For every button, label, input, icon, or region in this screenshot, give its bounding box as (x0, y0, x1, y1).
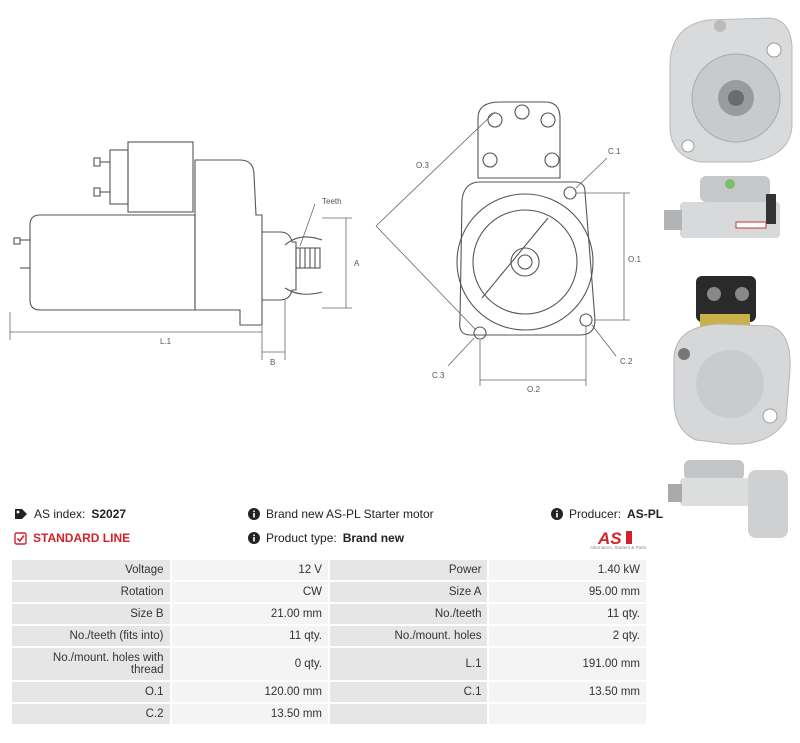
dimension-o1-label: O.1 (628, 255, 641, 264)
standard-line: STANDARD LINE (14, 531, 130, 545)
product-photo-angle[interactable] (660, 456, 800, 556)
spec-label (329, 704, 488, 724)
product-photo-front[interactable] (660, 6, 800, 166)
spec-label: Size B (12, 604, 170, 624)
producer: Producer: AS-PL (551, 507, 663, 521)
as-index: AS index: S2027 (14, 507, 126, 521)
spec-value: 21.00 mm (171, 604, 328, 624)
spec-value: 191.00 mm (489, 648, 646, 680)
spec-value: 95.00 mm (489, 582, 646, 602)
product-info: AS index: S2027 STANDARD LINE Brand new … (0, 500, 800, 558)
description-text: Brand new AS-PL Starter motor (266, 507, 434, 521)
spec-value: 2 qty. (489, 626, 646, 646)
spec-label: No./teeth (329, 604, 488, 624)
spec-value (489, 704, 646, 724)
product-photo-gallery (660, 0, 800, 538)
product-type: Product type: Brand new (248, 531, 404, 545)
spec-value: 12 V (171, 560, 328, 580)
spec-value: 11 qty. (171, 626, 328, 646)
producer-value: AS-PL (627, 507, 664, 521)
dimension-o2-label: O.2 (527, 385, 540, 394)
front-view-starter (456, 101, 596, 340)
spec-label: C.2 (12, 704, 170, 724)
spec-label: Rotation (12, 582, 170, 602)
technical-drawing: Teeth A B L.1 O.3 C.1 O.1 C.3 C.2 O.2 (9, 101, 641, 394)
as-pl-logo: AS (597, 529, 632, 548)
spec-row: No./teeth (fits into)11 qty.No./mount. h… (12, 626, 646, 646)
as-index-value: S2027 (91, 507, 127, 521)
side-view-starter (13, 141, 323, 326)
dimension-l1-label: L.1 (160, 337, 172, 346)
dimension-o3-label: O.3 (416, 161, 429, 170)
logo-tagline: Alternators, Starters & Parts (589, 545, 647, 550)
as-index-label: AS index: (34, 507, 86, 521)
dimension-c2-label: C.2 (620, 357, 633, 366)
product-photo-rear[interactable] (660, 270, 800, 450)
product-type-value: Brand new (342, 531, 405, 545)
checkbox-checked-icon (14, 531, 27, 545)
spec-label: C.1 (329, 682, 488, 702)
spec-value: 0 qty. (171, 648, 328, 680)
producer-label: Producer: (569, 507, 622, 521)
teeth-label: Teeth (322, 197, 342, 206)
spec-label: Voltage (12, 560, 170, 580)
product-type-label: Product type: (266, 531, 337, 545)
side-view-dimensions (9, 203, 352, 360)
standard-line-label: STANDARD LINE (33, 531, 131, 545)
spec-value: 13.50 mm (489, 682, 646, 702)
dimension-b-label: B (270, 358, 275, 367)
dimension-a-label: A (354, 259, 360, 268)
logo-text: AS (597, 529, 622, 548)
info-icon (248, 508, 260, 520)
dimension-c3-label: C.3 (432, 371, 445, 380)
info-icon (551, 508, 563, 520)
spec-value: 11 qty. (489, 604, 646, 624)
product-photo-side[interactable] (660, 168, 800, 248)
spec-value: CW (171, 582, 328, 602)
spec-label: L.1 (329, 648, 488, 680)
spec-label: O.1 (12, 682, 170, 702)
tag-icon (14, 508, 28, 520)
spec-label: No./teeth (fits into) (12, 626, 170, 646)
front-view-dimensions (375, 111, 630, 386)
spec-label: No./mount. holes with thread (12, 648, 170, 680)
spec-label: No./mount. holes (329, 626, 488, 646)
product-description: Brand new AS-PL Starter motor (248, 507, 434, 521)
spec-value: 120.00 mm (171, 682, 328, 702)
dimension-c1-label: C.1 (608, 147, 621, 156)
info-icon (248, 532, 260, 544)
spec-label: Power (329, 560, 488, 580)
spec-label: Size A (329, 582, 488, 602)
spec-value: 13.50 mm (171, 704, 328, 724)
spec-value: 1.40 kW (489, 560, 646, 580)
